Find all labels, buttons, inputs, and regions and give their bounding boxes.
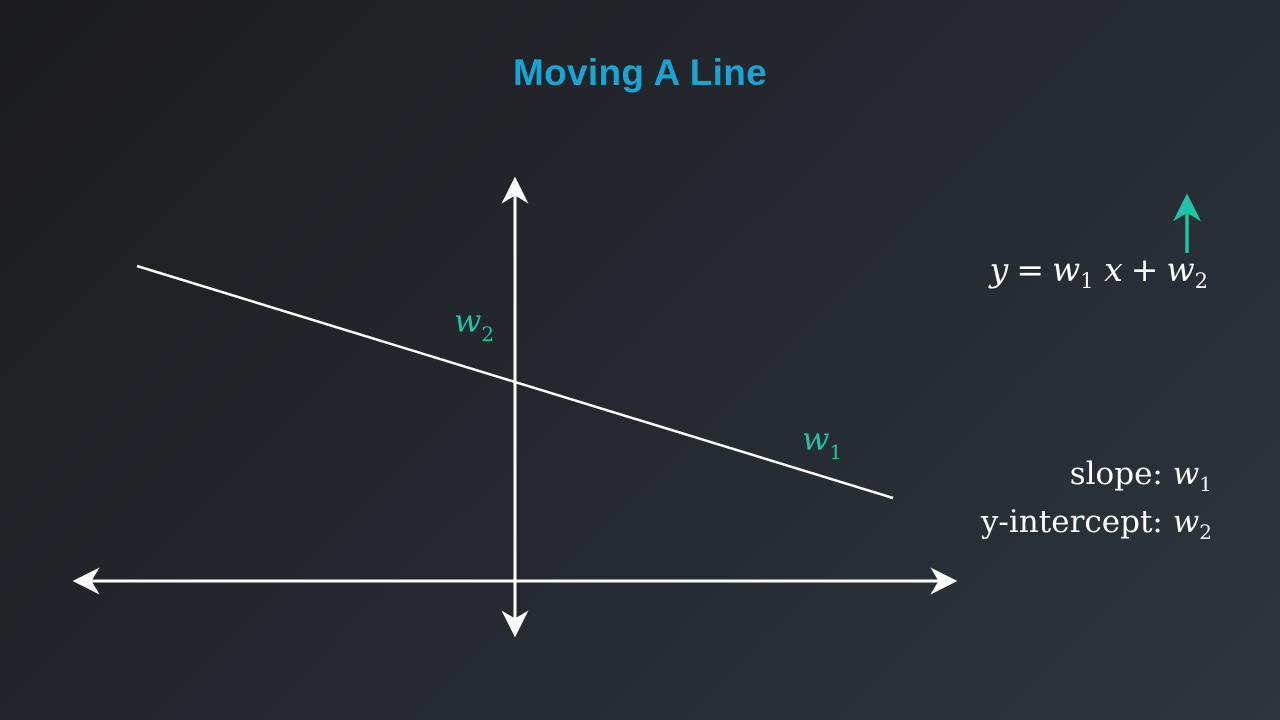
slope-info: slope: w1 bbox=[981, 450, 1212, 498]
slope-text: slope: bbox=[1069, 456, 1163, 492]
slope-var: w bbox=[1172, 456, 1200, 492]
line-equation: y=w1 x+w2 bbox=[989, 250, 1208, 292]
eq-w2-sub: 2 bbox=[1194, 269, 1208, 293]
intercept-label-sub: 2 bbox=[481, 322, 494, 346]
intercept-var: w bbox=[1172, 504, 1200, 540]
eq-equals: = bbox=[1016, 250, 1044, 289]
slide-title: Moving A Line bbox=[513, 52, 767, 93]
slope-label-sub: 1 bbox=[829, 440, 842, 464]
eq-x: x bbox=[1104, 250, 1123, 289]
intercept-text: y-intercept: bbox=[980, 504, 1163, 540]
slope-label-var: w bbox=[802, 420, 829, 458]
sloped-line bbox=[136, 264, 894, 500]
eq-w1: w bbox=[1051, 250, 1081, 289]
intercept-label: w2 bbox=[454, 302, 494, 346]
eq-w2: w bbox=[1166, 250, 1195, 289]
intercept-label-var: w bbox=[454, 302, 481, 340]
eq-y: y bbox=[989, 250, 1009, 289]
slope-var-sub: 1 bbox=[1199, 472, 1212, 496]
eq-plus: + bbox=[1130, 250, 1159, 289]
intercept-info: y-intercept: w2 bbox=[981, 498, 1212, 546]
intercept-var-sub: 2 bbox=[1199, 520, 1212, 544]
eq-w1-sub: 1 bbox=[1080, 269, 1094, 293]
line-info: slope: w1 y-intercept: w2 bbox=[981, 450, 1212, 546]
slope-label: w1 bbox=[802, 420, 842, 464]
